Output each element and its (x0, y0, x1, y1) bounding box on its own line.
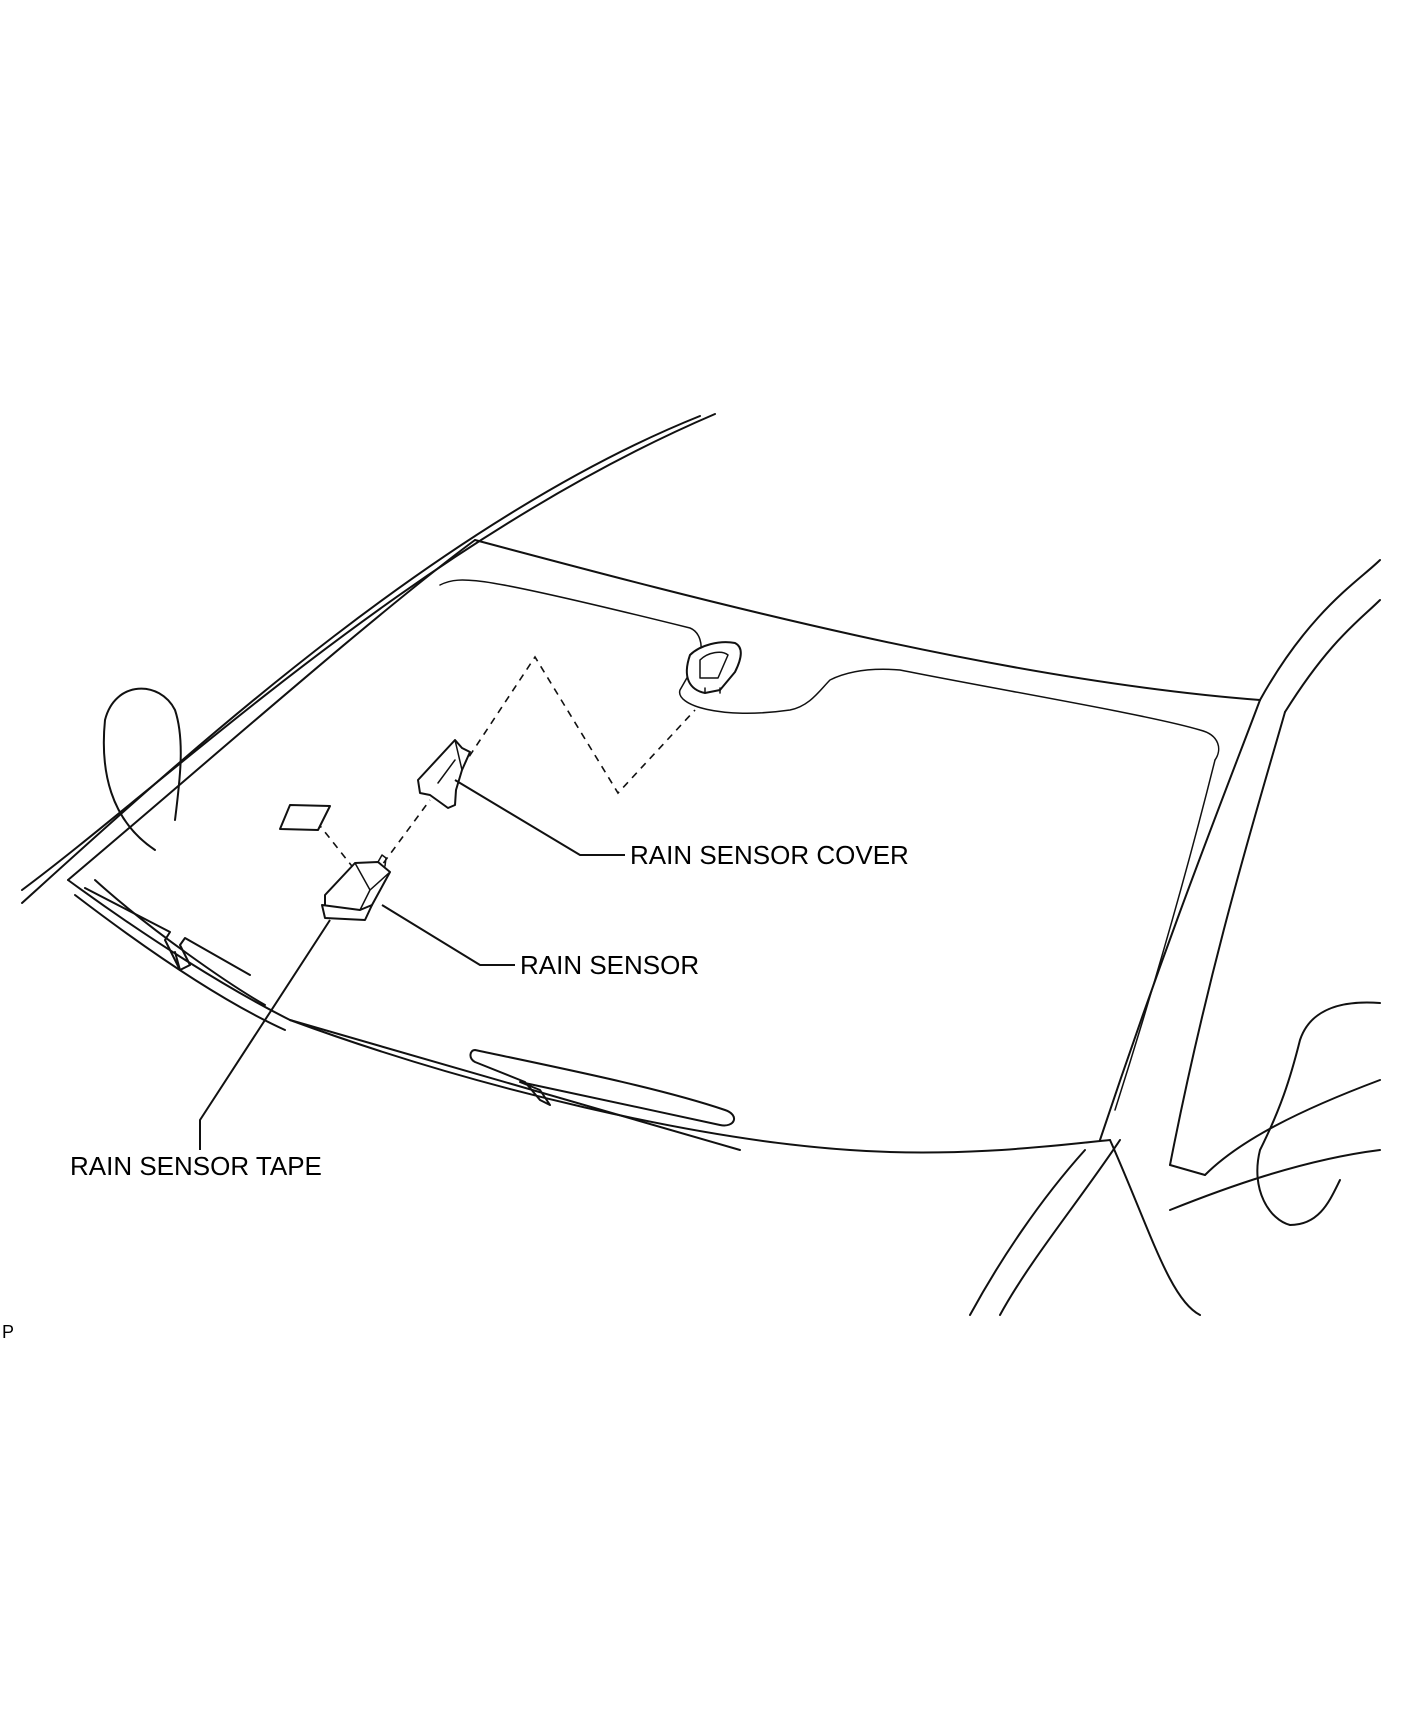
figure-code: P (2, 1322, 14, 1342)
label-rain-sensor-cover: RAIN SENSOR COVER (630, 840, 909, 870)
vehicle-outline (21, 413, 1381, 1316)
rain-sensor-cover-part (417, 739, 471, 809)
rain-sensor-tape-part (279, 804, 331, 831)
leader-rain-sensor-tape (199, 919, 331, 1150)
leader-rain-sensor-cover (454, 779, 625, 856)
label-rain-sensor: RAIN SENSOR (520, 950, 699, 980)
rain-sensor-part (321, 854, 391, 921)
leader-lines (199, 779, 625, 1150)
mirror-mount (685, 641, 742, 694)
label-rain-sensor-tape: RAIN SENSOR TAPE (70, 1151, 322, 1181)
leader-rain-sensor (381, 904, 515, 966)
